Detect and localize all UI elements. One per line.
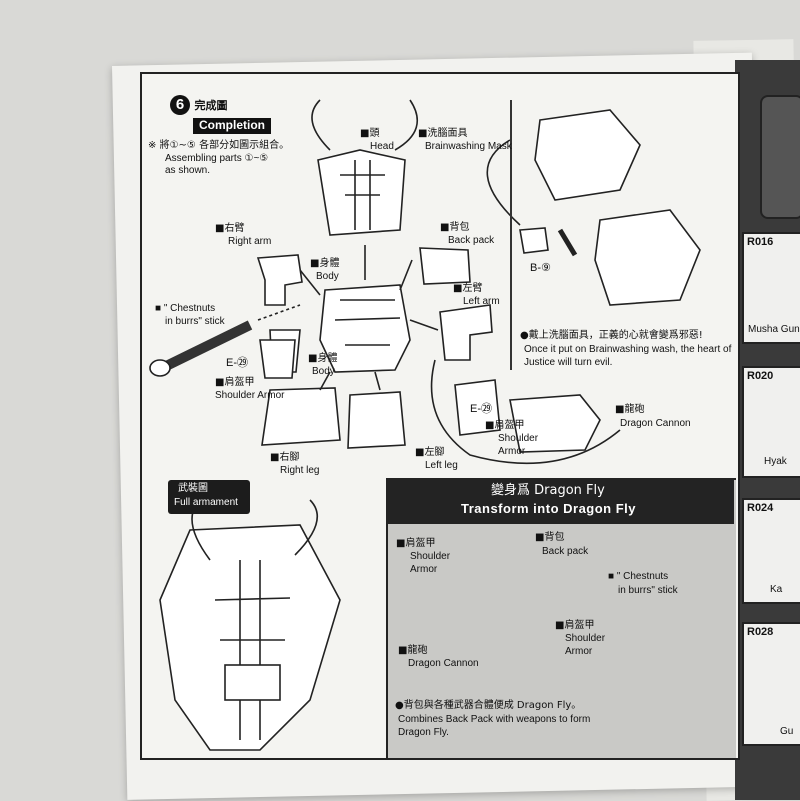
brainwash-note-en-2: Justice will turn evil.	[524, 357, 612, 369]
dragon-shoulder2-en1: Shoulder	[565, 633, 605, 645]
step-title-zh: 完成圖	[194, 99, 227, 112]
armament-zh: 武裝圖	[178, 483, 208, 495]
step-title-en: Completion	[193, 118, 271, 134]
note-en-2: as shown.	[165, 165, 210, 177]
dragon-backpack-en: Back pack	[542, 546, 588, 558]
catalog-code: R016	[747, 236, 773, 248]
label-shoulder-a-en: Shoulder Armor	[215, 390, 284, 402]
label-body-top-zh: ■身體	[310, 258, 339, 270]
label-right-arm-zh: ■右臂	[215, 223, 244, 235]
label-left-leg-en: Left leg	[425, 460, 458, 472]
step-number: 6	[170, 95, 190, 115]
label-shoulder-b-zh: ■肩盔甲	[485, 420, 524, 432]
label-shoulder-a-zh: ■肩盔甲	[215, 377, 254, 389]
label-right-arm-en: Right arm	[228, 236, 271, 248]
label-left-arm-zh: ■左臂	[453, 283, 482, 295]
step-title: 6 完成圖	[170, 95, 227, 115]
label-e29-a: E-㉙	[226, 357, 248, 370]
label-cannon-zh: ■龍砲	[615, 404, 644, 416]
label-backpack-zh: ■背包	[440, 222, 469, 234]
label-backpack-en: Back pack	[448, 235, 494, 247]
label-head-en: Head	[370, 141, 394, 153]
label-cannon-en: Dragon Cannon	[620, 418, 691, 430]
label-shoulder-b-en1: Shoulder	[498, 433, 538, 445]
dragon-shoulder1-zh: ■肩盔甲	[396, 538, 435, 550]
dragon-title-zh: 變身爲 Dragon Fly	[491, 484, 605, 499]
catalog-caption: Hyak	[764, 456, 787, 467]
catalog-caption: Ka	[770, 584, 782, 595]
label-body-bottom-zh: ■身體	[308, 353, 337, 365]
dragon-title-en: Transform into Dragon Fly	[461, 502, 636, 517]
dragon-cannon-zh: ■龍砲	[398, 645, 427, 657]
label-stick-2: in burrs" stick	[165, 316, 225, 328]
catalog-caption: Musha Gun	[748, 324, 800, 335]
label-brainwash-en: Brainwashing Mask	[425, 141, 512, 153]
label-b9: B-⑨	[530, 262, 551, 275]
catalog-item: R028 Gu	[742, 622, 800, 746]
brainwash-note-zh: ●戴上洗腦面具，正義的心就會變爲邪惡!	[520, 330, 703, 342]
dragon-cannon-en: Dragon Cannon	[408, 658, 479, 670]
brand-logo-icon	[760, 95, 800, 219]
brainwash-note-en-1: Once it put on Brainwashing wash, the he…	[524, 344, 731, 356]
label-left-leg-zh: ■左腳	[415, 447, 444, 459]
catalog-item: R016 Musha Gun	[742, 232, 800, 344]
dragon-backpack-zh: ■背包	[535, 532, 564, 544]
label-right-leg-zh: ■右腳	[270, 452, 299, 464]
dragon-stick-1: ■ " Chestnuts	[608, 571, 668, 583]
dragon-shoulder1-en1: Shoulder	[410, 551, 450, 563]
catalog-code: R024	[747, 502, 773, 514]
dragon-shoulder2-en2: Armor	[565, 646, 592, 658]
dragon-combine-zh: ●背包與各種武器合體便成 Dragon Fly。	[395, 700, 581, 712]
armament-en: Full armament	[174, 497, 238, 509]
label-right-leg-en: Right leg	[280, 465, 319, 477]
label-body-top-en: Body	[316, 271, 339, 283]
catalog-code: R028	[747, 626, 773, 638]
label-head-zh: ■頭	[360, 128, 379, 140]
dragon-stick-2: in burrs" stick	[618, 585, 678, 597]
label-shoulder-b-en2: Armor	[498, 446, 525, 458]
label-stick-1: ■ " Chestnuts	[155, 303, 215, 315]
full-armament-badge: 武裝圖 Full armament	[168, 480, 250, 514]
catalog-code: R020	[747, 370, 773, 382]
label-brainwash-zh: ■洗腦面具	[418, 128, 467, 140]
dragon-combine-en-1: Combines Back Pack with weapons to form	[398, 714, 590, 726]
catalog-item: R020 Hyak	[742, 366, 800, 478]
note-en-1: Assembling parts ①~⑤	[165, 153, 268, 165]
catalog-caption: Gu	[780, 726, 793, 737]
catalog-item: R024 Ka	[742, 498, 800, 604]
dragon-combine-en-2: Dragon Fly.	[398, 727, 449, 739]
dragon-shoulder1-en2: Armor	[410, 564, 437, 576]
note-zh: ※ 將①~⑤ 各部分如圖示組合。	[148, 140, 289, 152]
label-e29-b: E-㉙	[470, 403, 492, 416]
label-left-arm-en: Left arm	[463, 296, 500, 308]
label-body-bottom-en: Body	[312, 366, 335, 378]
dragon-fly-header: 變身爲 Dragon Fly Transform into Dragon Fly	[386, 478, 734, 524]
dragon-shoulder2-zh: ■肩盔甲	[555, 620, 594, 632]
